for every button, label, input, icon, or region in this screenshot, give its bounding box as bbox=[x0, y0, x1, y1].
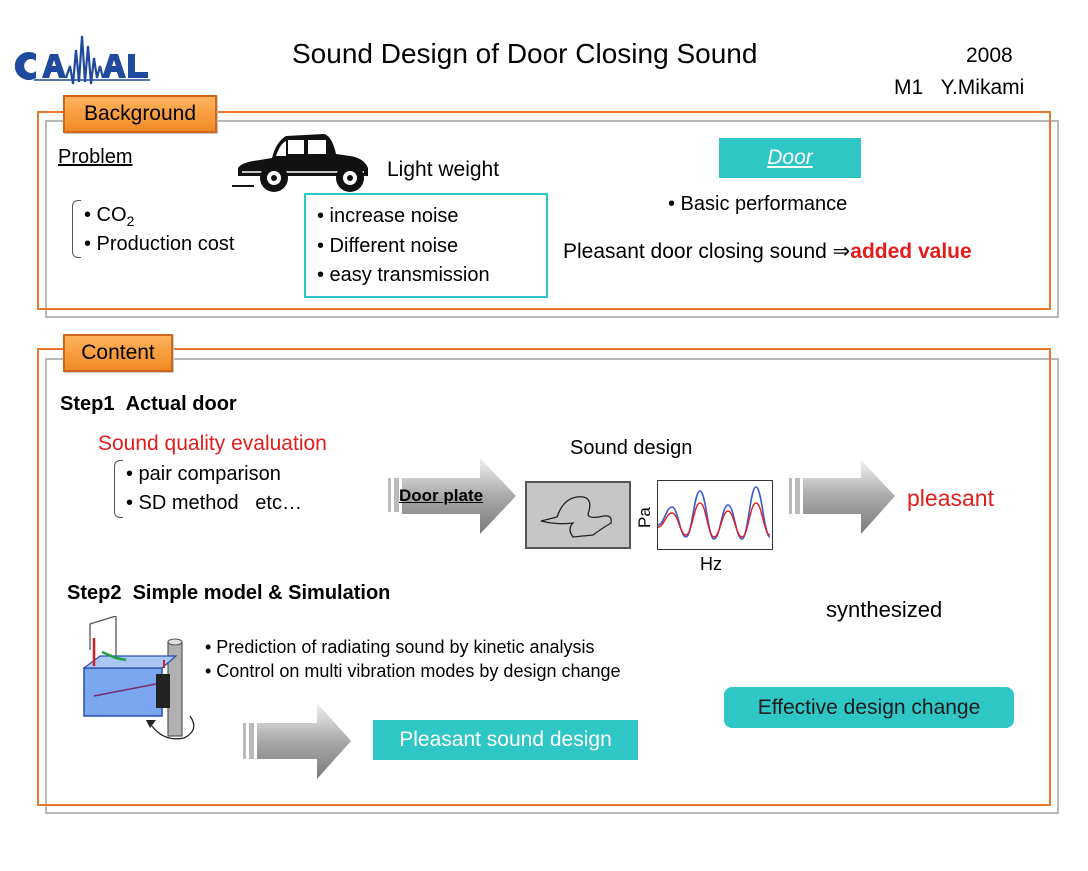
pleasant-arrow bbox=[789, 460, 895, 534]
content-frame-shadow bbox=[45, 358, 1059, 814]
noise-item-different: • Different noise bbox=[317, 235, 459, 257]
spectrum-plot bbox=[657, 480, 773, 550]
axis-y-label: Pa bbox=[635, 507, 654, 528]
pleasant-label: pleasant bbox=[907, 485, 994, 511]
method-pair-comparison: • pair comparison bbox=[126, 463, 281, 485]
problem-bracket bbox=[72, 200, 81, 258]
added-value: added value bbox=[850, 240, 972, 263]
page-title: Sound Design of Door Closing Sound bbox=[292, 38, 758, 69]
logo bbox=[14, 32, 154, 88]
year: 2008 bbox=[966, 44, 1013, 67]
noise-item-transmission: • easy transmission bbox=[317, 264, 490, 286]
design-arrow bbox=[243, 703, 351, 779]
light-weight-label: Light weight bbox=[387, 158, 500, 181]
pleasant-sound-design-label: Pleasant sound design bbox=[399, 728, 612, 751]
basic-performance: • Basic performance bbox=[668, 193, 848, 215]
author: M1 Y.Mikami bbox=[894, 76, 1025, 99]
problem-item-co2: • CO2 bbox=[84, 204, 135, 229]
background-frame-shadow bbox=[45, 120, 1059, 318]
sound-quality-evaluation: Sound quality evaluation bbox=[98, 432, 327, 455]
methods-bracket bbox=[114, 460, 123, 518]
co2-subscript: 2 bbox=[126, 213, 135, 229]
sound-design-label: Sound design bbox=[570, 437, 693, 459]
noise-item-increase: • increase noise bbox=[317, 205, 459, 227]
content-frame bbox=[37, 348, 1051, 806]
content-tab: Content bbox=[63, 334, 173, 372]
background-frame bbox=[37, 111, 1051, 310]
problem-item-cost: • Production cost bbox=[84, 233, 235, 255]
door-plate-label: Door plate bbox=[399, 486, 484, 505]
door-label: Door bbox=[767, 146, 813, 169]
effective-design-box: Effective design change bbox=[724, 687, 1014, 728]
problem-heading: Problem bbox=[58, 146, 133, 168]
door-plate-arrow bbox=[388, 458, 516, 534]
effective-design-label: Effective design change bbox=[757, 696, 981, 719]
pleasant-sound-design-box: Pleasant sound design bbox=[373, 720, 638, 760]
door-plate-drawing bbox=[525, 481, 631, 549]
synthesized-label: synthesized bbox=[826, 597, 943, 622]
axis-x-label: Hz bbox=[700, 554, 722, 574]
noise-box bbox=[304, 193, 548, 298]
method-sd: • SD method etc… bbox=[126, 492, 302, 514]
pleasant-door-sound: Pleasant door closing sound ⇒added value bbox=[563, 240, 972, 263]
step1-heading: Step1 Actual door bbox=[60, 393, 237, 415]
background-tab: Background bbox=[63, 95, 217, 133]
car-icon bbox=[232, 128, 380, 196]
door-label-box: Door bbox=[719, 138, 861, 178]
step2-heading: Step2 Simple model & Simulation bbox=[67, 582, 391, 604]
simple-model-drawing bbox=[80, 615, 200, 744]
step2-bullet-prediction: • Prediction of radiating sound by kinet… bbox=[205, 637, 595, 657]
step2-bullet-control: • Control on multi vibration modes by de… bbox=[205, 661, 621, 681]
